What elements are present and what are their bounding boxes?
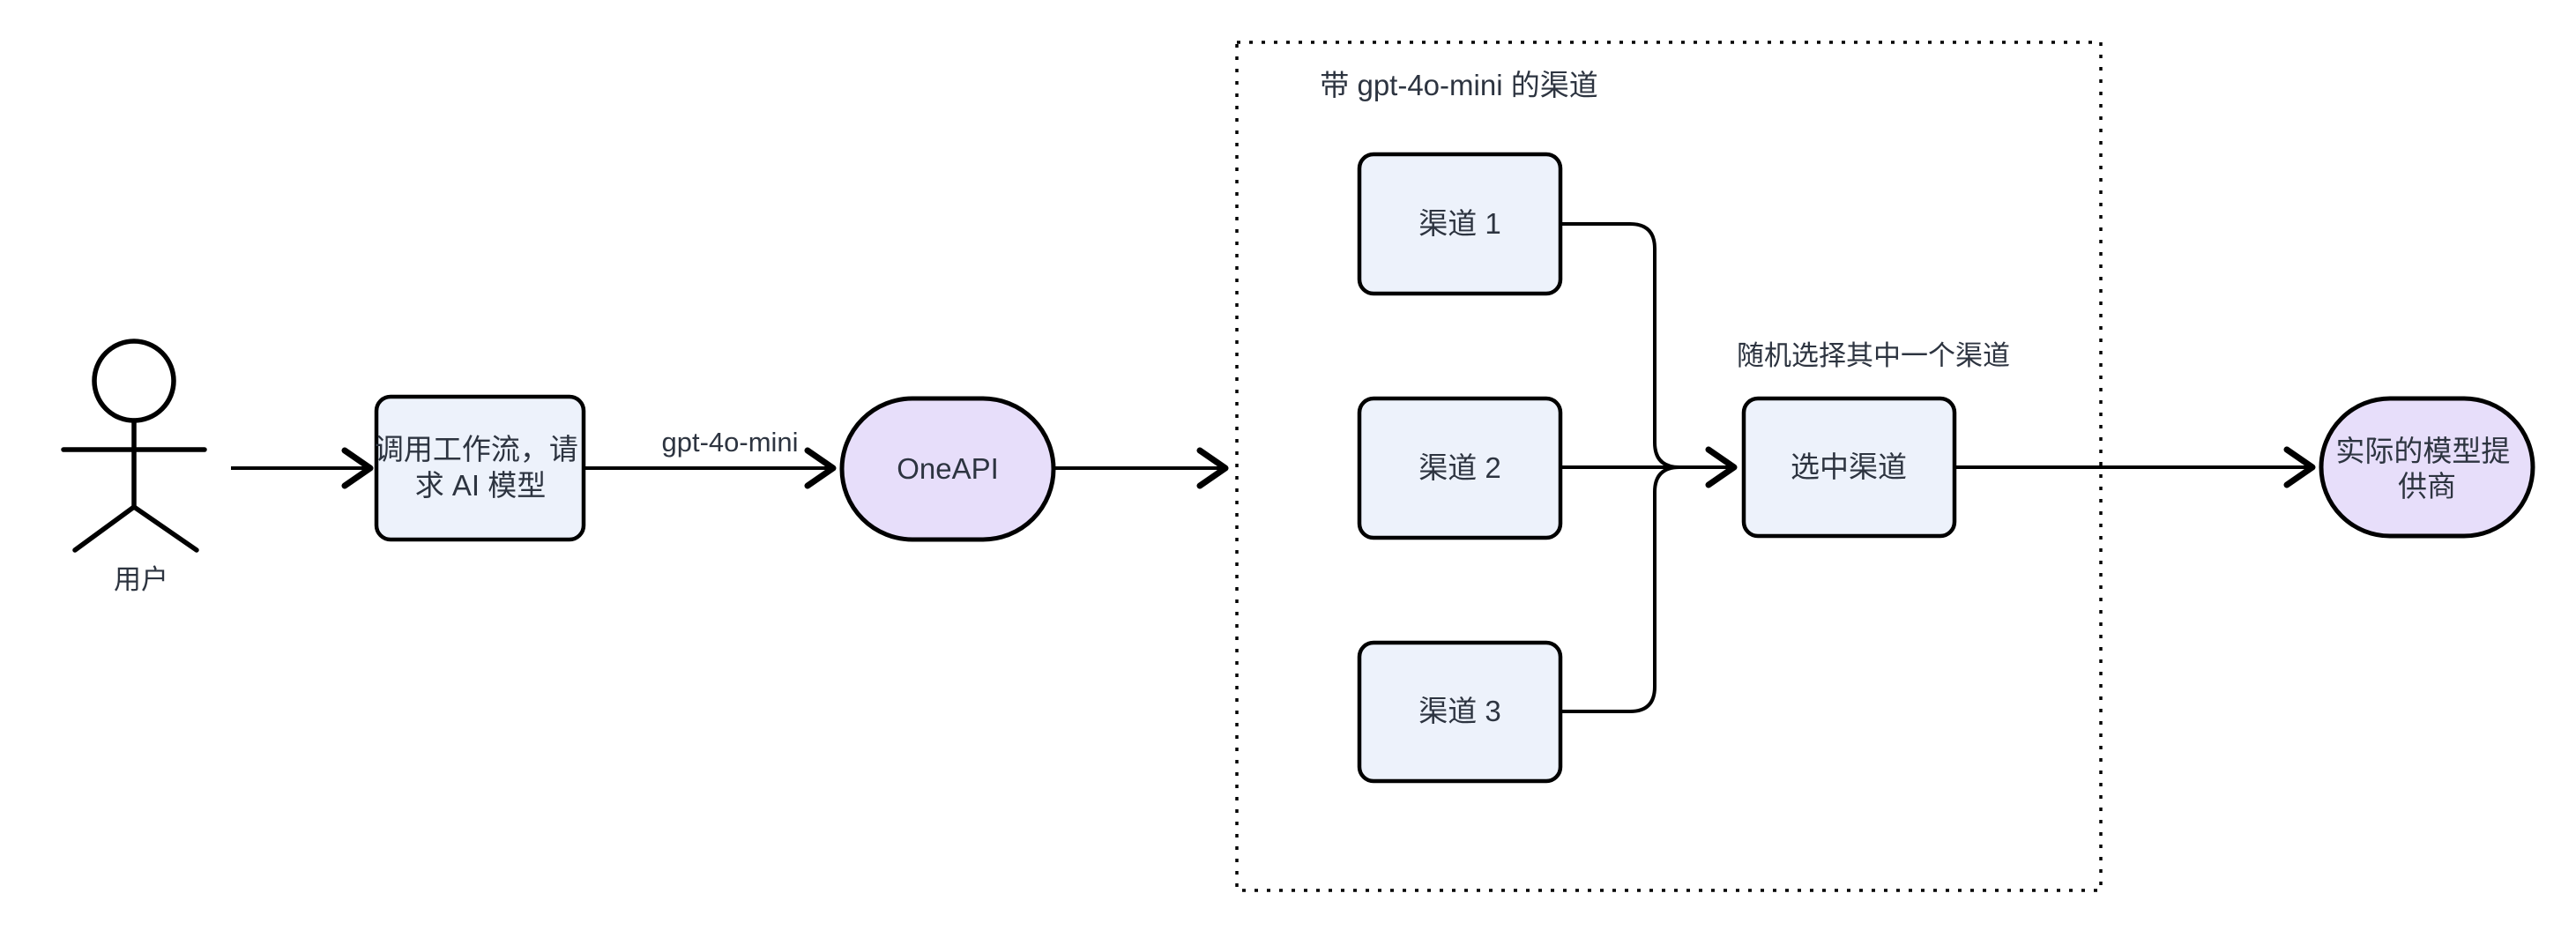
channel-2-label: 渠道 2 (1418, 451, 1501, 484)
edge-label-random-pick: 随机选择其中一个渠道 (1737, 340, 2010, 371)
connector-channel1-merge (1560, 222, 1680, 469)
user-actor-icon (61, 339, 207, 553)
channel-1-node: 渠道 1 (1357, 152, 1563, 296)
selected-channel-label: 选中渠道 (1791, 450, 1907, 483)
oneapi-node-label: OneAPI (897, 452, 999, 485)
edge-label-model: gpt-4o-mini (661, 427, 798, 458)
workflow-node-label: 调用工作流，请 求 AI 模型 (375, 433, 586, 502)
workflow-node: 调用工作流，请 求 AI 模型 (374, 394, 586, 542)
provider-node-label: 实际的模型提 供商 (2335, 435, 2518, 502)
subgraph-container (1235, 41, 2103, 892)
subgraph-title: 带 gpt-4o-mini 的渠道 (1320, 69, 1597, 101)
provider-node: 实际的模型提 供商 (2319, 396, 2535, 539)
actor-left-leg (72, 504, 137, 553)
channel-2-node: 渠道 2 (1357, 396, 1563, 540)
connector-channel3-merge (1560, 465, 1680, 713)
user-label: 用户 (114, 564, 168, 595)
selected-channel-node: 选中渠道 (1741, 396, 1957, 539)
actor-right-leg (131, 504, 199, 553)
provider-node-box (2319, 396, 2535, 539)
workflow-node-box (374, 394, 586, 542)
channel-3-label: 渠道 3 (1418, 695, 1501, 727)
actor-head (92, 339, 176, 423)
oneapi-node: OneAPI (839, 396, 1056, 542)
channel-1-label: 渠道 1 (1418, 207, 1501, 240)
channel-3-node: 渠道 3 (1357, 640, 1563, 784)
